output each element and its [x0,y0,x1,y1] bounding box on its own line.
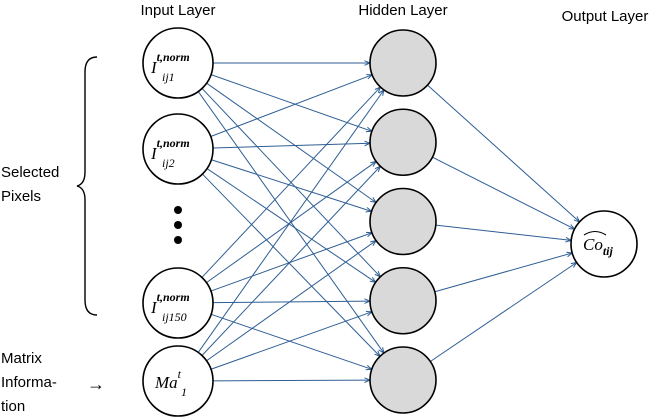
svg-text:Cotij: Cotij [583,235,614,258]
input-node-sup: t,norm [157,290,190,304]
input-node-sub: ij2 [162,156,175,170]
hidden-layer [369,29,437,414]
input-hidden-connection [210,311,373,370]
input-hidden-connection [210,74,373,132]
output-layer-title: Output Layer [562,8,649,25]
input-hidden-connection [206,161,377,284]
input-hidden-connection [210,232,373,292]
input-hidden-connection [210,313,372,370]
matrix-information-label-line1: Matrix [1,350,42,367]
hidden-output-connection [430,262,577,362]
input-node-matrix: Mat 1 [142,345,214,417]
input-hidden-connection [211,159,372,212]
input-hidden-connection [202,173,381,357]
hidden-output-connection [432,156,575,230]
input-node-sub: 1 [181,385,187,399]
hidden-output-connection [435,224,572,241]
hidden-layer-title: Hidden Layer [358,2,447,19]
output-node: Cotij [570,210,638,278]
input-hidden-connection [201,86,381,278]
input-hidden-connection [210,74,373,137]
input-node-base: Ma [154,373,178,392]
hidden-node [369,346,437,414]
connection-lines [197,60,581,383]
input-layer: It,norm ij1 It,norm ij2 It,norm ij150 Mat 1 [142,27,214,417]
hat-accent-icon [583,230,607,236]
input-node-sub: ij150 [162,310,187,324]
svg-text:Mat1: Mat 1 [154,367,187,399]
input-hidden-connection [212,379,371,382]
hidden-node [369,29,437,97]
hidden-output-connection [427,84,580,223]
output-node-sub: tij [603,244,614,258]
selected-pixels-label-line2: Pixels [1,188,41,205]
input-node-sup: t,norm [157,50,190,64]
hidden-node [369,266,437,335]
ellipsis-dots [174,206,182,244]
hidden-output-connection [434,252,573,293]
input-hidden-connection [201,165,381,356]
input-node-sub: ij1 [162,70,175,84]
input-node-ij1: It,norm ij1 [142,27,214,99]
input-node-base: I [150,58,158,77]
input-hidden-connection [197,89,385,353]
input-hidden-connection [212,300,371,304]
input-node-base: I [150,298,158,317]
input-hidden-connection [212,142,371,149]
hidden-node [369,187,437,256]
input-node-sup: t,norm [157,136,190,150]
matrix-information-label-line3: tion [1,398,25,415]
right-arrow-icon: → [87,374,105,394]
output-node-base: Co [583,235,603,254]
selected-pixels-brace [76,56,98,316]
input-hidden-connection [206,168,376,283]
input-hidden-connection [206,82,377,203]
matrix-information-label-line2: Informa- [1,374,57,391]
selected-pixels-label-line1: Selected [1,164,59,181]
input-node-base: I [150,144,158,163]
input-node-sup: t [178,367,182,381]
input-node-ij150: It,norm ij150 [142,267,214,339]
input-node-ij2: It,norm ij2 [142,113,214,185]
input-layer-title: Input Layer [140,2,215,19]
hidden-node [369,108,437,177]
input-hidden-connection [206,240,377,362]
